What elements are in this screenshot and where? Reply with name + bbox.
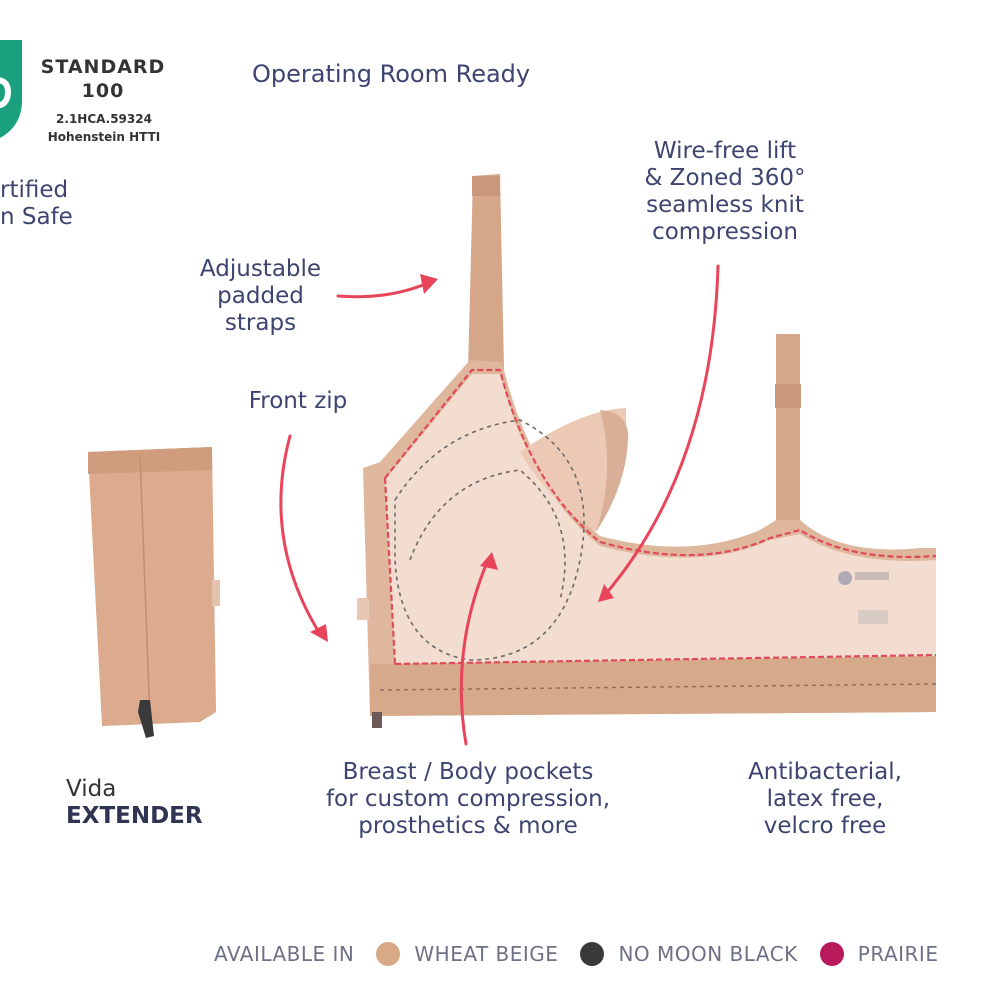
color-name-prairie: PRAIRIE — [857, 942, 939, 966]
feature-straps-line: padded — [217, 283, 304, 309]
color-swatch-no-moon-black[interactable] — [580, 942, 605, 966]
arrow-pockets-icon — [459, 558, 490, 746]
color-swatch-prairie[interactable] — [819, 942, 844, 966]
bra-garment — [357, 174, 937, 728]
zipper-pull-icon — [138, 700, 154, 738]
brand-tag-icon — [838, 571, 852, 585]
callout-arrows — [279, 264, 720, 746]
certification-title: STANDARD 100 — [38, 55, 168, 103]
certification-title-line2: 100 — [81, 80, 125, 102]
feature-antibacterial-line: latex free, — [766, 786, 884, 812]
availability-prefix: AVAILABLE IN — [214, 942, 355, 966]
certification-code: 2.1HCA.59324 — [56, 112, 152, 126]
certification-institute: Hohenstein HTTI — [47, 130, 161, 144]
certification-title-line1: STANDARD — [40, 56, 166, 78]
color-name-no-moon-black: NO MOON BLACK — [618, 942, 798, 966]
color-name-wheat-beige: WHEAT BEIGE — [414, 942, 559, 966]
certification-claim-line2: n Safe — [0, 204, 73, 230]
extender-name-line1: Vida — [66, 776, 117, 802]
feature-pockets-line: for custom compression, — [325, 786, 611, 812]
feature-antibacterial-line: Antibacterial, — [748, 759, 902, 785]
headline: Operating Room Ready — [252, 60, 531, 88]
extender-name: Vida EXTENDER — [66, 776, 203, 830]
arrow-wirefree-icon — [602, 264, 720, 598]
feature-front-zip: Front zip — [248, 388, 348, 414]
feature-wire-free-line: Wire-free lift — [653, 138, 797, 164]
feature-straps-line: Adjustable — [199, 256, 322, 282]
arrow-straps-icon — [336, 280, 432, 299]
color-swatch-wheat-beige[interactable] — [376, 942, 401, 966]
feature-antibacterial-line: velcro free — [763, 813, 887, 839]
feature-wire-free-line: compression — [652, 219, 798, 245]
feature-wire-free-line: seamless knit — [646, 192, 804, 218]
feature-pockets-line: prosthetics & more — [358, 813, 578, 839]
feature-wire-free: Wire-free lift & Zoned 360° seamless kni… — [620, 138, 830, 246]
feature-straps-line: straps — [224, 310, 297, 336]
extender-name-line2: EXTENDER — [66, 803, 203, 829]
feature-wire-free-line: & Zoned 360° — [644, 165, 806, 191]
feature-antibacterial: Antibacterial, latex free, velcro free — [720, 759, 930, 840]
arrowheads — [310, 274, 614, 642]
arrow-zip-icon — [279, 434, 322, 636]
certification-claim: rtified n Safe — [0, 177, 90, 231]
feature-pockets: Breast / Body pockets for custom compres… — [288, 759, 648, 840]
certification-claim-line1: rtified — [0, 177, 69, 203]
feature-straps: Adjustable padded straps — [178, 256, 343, 337]
certification-details: 2.1HCA.59324 Hohenstein HTTI — [34, 110, 174, 146]
feature-pockets-line: Breast / Body pockets — [342, 759, 594, 785]
extender-strip — [88, 447, 220, 738]
oeko-shield-icon — [0, 40, 22, 138]
availability-row: AVAILABLE IN WHEAT BEIGE NO MOON BLACK P… — [214, 938, 1000, 970]
